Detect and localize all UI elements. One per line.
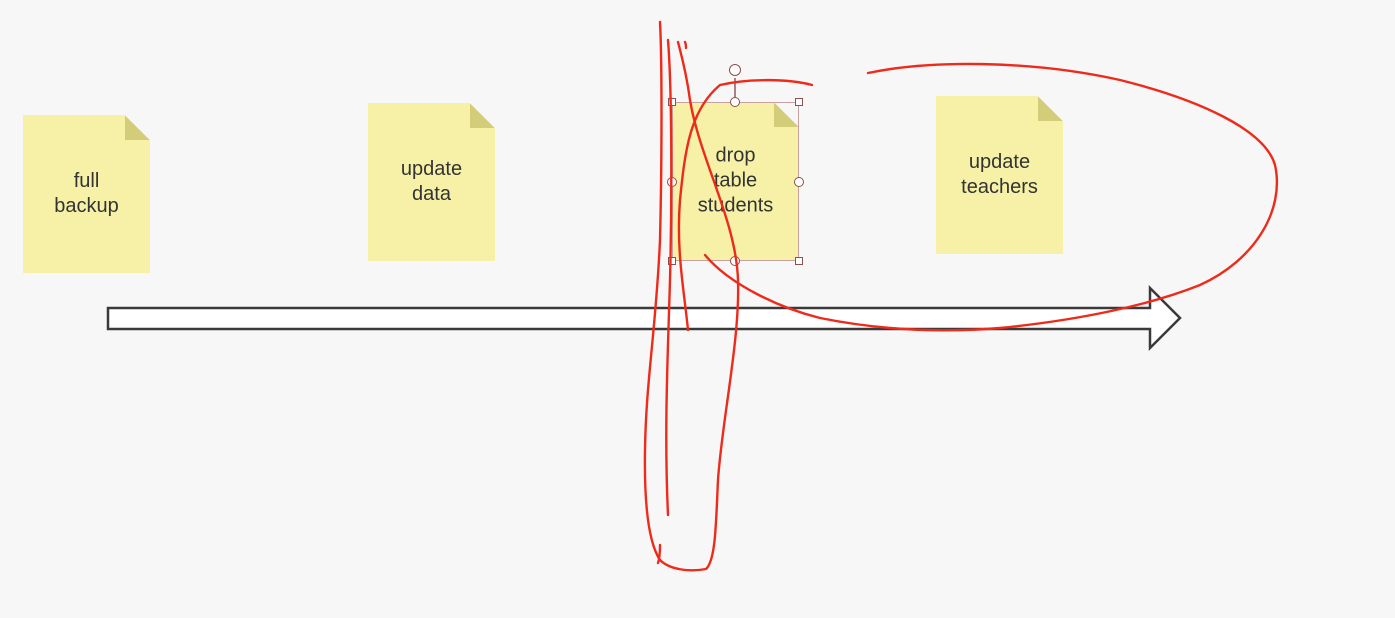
resize-handle-top-middle[interactable] xyxy=(730,97,740,107)
rotate-handle[interactable] xyxy=(729,64,741,76)
note-text: update data xyxy=(400,158,463,205)
ink-stroke-tail xyxy=(656,543,662,565)
ink-stroke-inner-line xyxy=(665,38,673,517)
ink-stroke-tick xyxy=(683,40,688,50)
resize-handle-top-left[interactable] xyxy=(668,98,676,106)
ink-stroke-ellipse xyxy=(703,62,1279,332)
ink-stroke-lasso xyxy=(677,78,814,332)
resize-handle-middle-right[interactable] xyxy=(794,177,804,187)
note-text: full backup xyxy=(54,170,119,217)
note-text: update teachers xyxy=(961,151,1038,198)
resize-handle-top-right[interactable] xyxy=(795,98,803,106)
note-text: drop table students xyxy=(697,144,774,217)
resize-handle-bottom-right[interactable] xyxy=(795,257,803,265)
sticky-note-full-backup[interactable]: full backup xyxy=(23,115,150,273)
ink-stroke-vertical-loop xyxy=(643,20,740,572)
resize-handle-bottom-left[interactable] xyxy=(668,257,676,265)
sticky-note-update-teachers[interactable]: update teachers xyxy=(936,96,1063,254)
